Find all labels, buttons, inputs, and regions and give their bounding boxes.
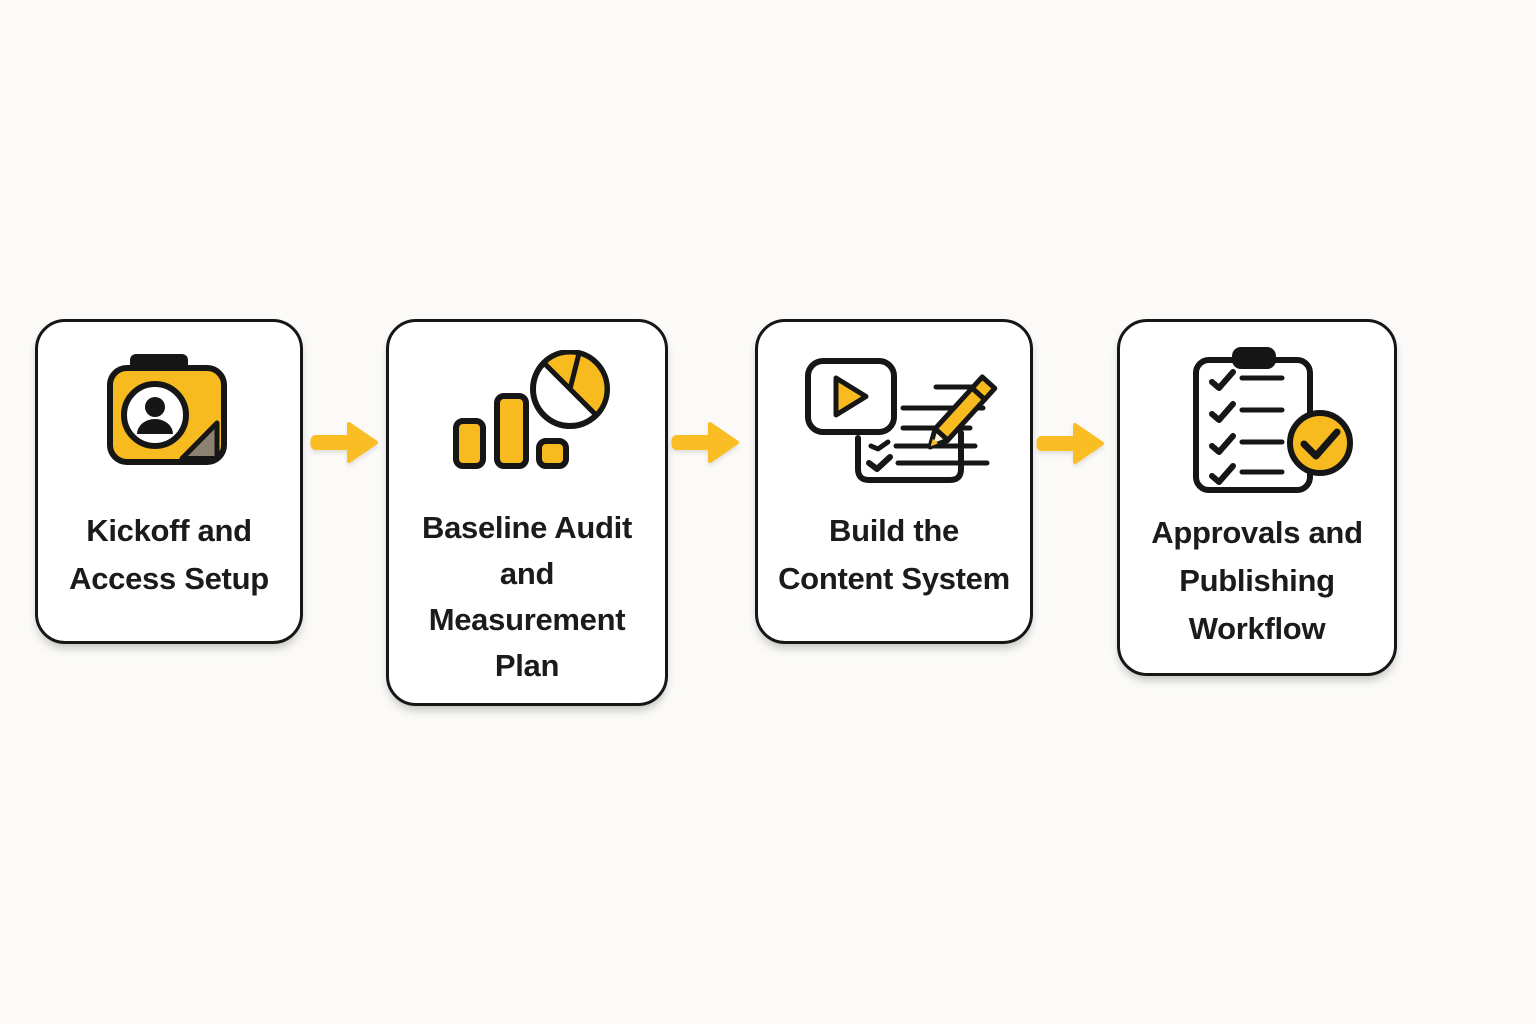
step-title-line: and: [499, 556, 555, 591]
flow-arrow-2-icon: [671, 422, 739, 463]
step-title-line: Approvals and: [1151, 515, 1363, 550]
step-title-line: Measurement: [428, 602, 626, 637]
step-title-kickoff: Kickoff and Access Setup: [35, 507, 303, 603]
step-title-line: Plan: [494, 648, 560, 683]
step-card-baseline-audit: [386, 319, 668, 706]
step-title-line: Publishing: [1179, 563, 1335, 598]
step-title-line: Baseline Audit: [422, 510, 632, 545]
analytics-bar-pie-icon: [453, 350, 610, 469]
pencil-icon: [927, 374, 998, 450]
flow-arrow-3-icon: [1036, 423, 1104, 464]
step-title-line: Workflow: [1188, 611, 1326, 646]
content-editing-icon: [805, 358, 998, 483]
id-badge-icon: [107, 354, 227, 465]
step-title-line: Content System: [778, 561, 1010, 596]
approval-checklist-icon: [1193, 347, 1353, 493]
step-card-approvals: [1117, 319, 1397, 676]
step-title-line: Access Setup: [69, 561, 269, 596]
flow-arrow-1-icon: [310, 422, 378, 463]
step-title-baseline-audit: Baseline Audit and Measurement Plan: [386, 505, 668, 689]
step-title-approvals: Approvals and Publishing Workflow: [1117, 509, 1397, 653]
step-title-line: Kickoff and: [86, 513, 252, 548]
step-title-line: Build the: [829, 513, 959, 548]
step-title-content-system: Build the Content System: [755, 507, 1033, 603]
